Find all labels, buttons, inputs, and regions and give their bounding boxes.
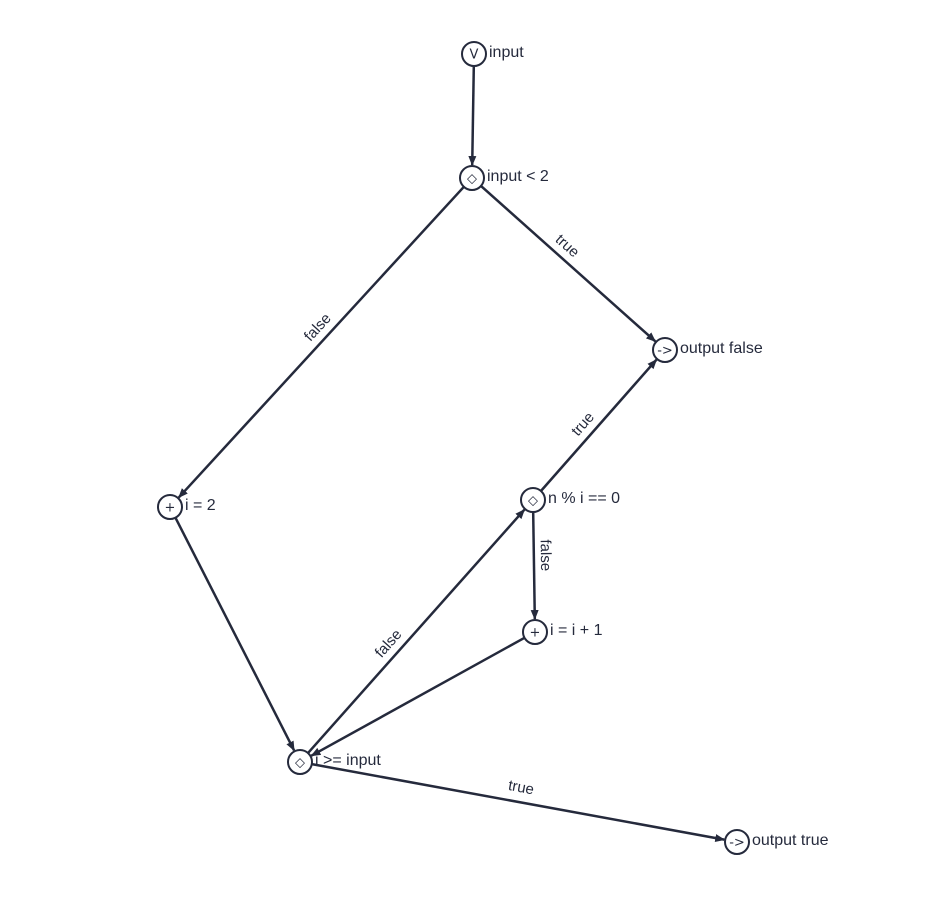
node-label: i = i + 1	[550, 622, 603, 639]
node-label: output false	[680, 340, 763, 357]
edge-label-false: false	[372, 626, 406, 661]
edge-label-true: true	[568, 409, 598, 440]
edge-label-false: false	[537, 539, 554, 571]
edge-check_ge-to-check_mod	[307, 508, 526, 754]
node-init_i[interactable]: + i = 2	[157, 494, 216, 520]
edge-label-true: true	[507, 777, 535, 798]
node-check_ge[interactable]: ◇ i >= input	[287, 749, 381, 775]
edge-label-true: true	[552, 231, 583, 261]
node-circle[interactable]	[157, 494, 183, 520]
node-label: n % i == 0	[548, 490, 620, 507]
node-out_true[interactable]: -> output true	[724, 829, 829, 855]
edge-incr_i-to-check_ge	[310, 636, 526, 757]
node-out_false[interactable]: -> output false	[652, 337, 763, 363]
edges-layer	[174, 65, 726, 842]
arrow-icon: ->	[657, 344, 673, 359]
node-circle[interactable]	[287, 749, 313, 775]
edge-init_i-to-check_ge	[174, 517, 296, 752]
diamond-icon: ◇	[295, 756, 305, 771]
node-check_lt2[interactable]: ◇ input < 2	[459, 165, 549, 191]
node-incr_i[interactable]: + i = i + 1	[522, 619, 603, 645]
diamond-icon: ◇	[467, 172, 477, 187]
edge-check_lt2-to-out_false	[480, 185, 657, 343]
diamond-icon: ◇	[528, 494, 538, 509]
node-circle[interactable]	[459, 165, 485, 191]
node-check_mod[interactable]: ◇ n % i == 0	[520, 487, 620, 513]
node-label: input	[489, 44, 524, 61]
variable-icon: V	[470, 48, 479, 63]
node-circle[interactable]	[522, 619, 548, 645]
node-circle[interactable]	[724, 829, 750, 855]
node-label: output true	[752, 832, 829, 849]
plus-icon: +	[165, 501, 176, 516]
edge-check_mod-to-incr_i	[530, 511, 539, 621]
edge-label-false: false	[301, 310, 335, 345]
edge-check_lt2-to-init_i	[177, 185, 465, 499]
edge-check_ge-to-out_true	[311, 762, 726, 842]
node-label: i = 2	[185, 497, 216, 514]
arrow-icon: ->	[729, 836, 745, 851]
plus-icon: +	[530, 626, 541, 641]
edge-check_mod-to-out_false	[539, 358, 658, 492]
edge-start-to-check_lt2	[468, 65, 477, 167]
node-circle[interactable]	[652, 337, 678, 363]
node-circle[interactable]	[461, 41, 487, 67]
node-label: input < 2	[487, 168, 549, 185]
node-circle[interactable]	[520, 487, 546, 513]
node-label: i >= input	[315, 752, 381, 769]
